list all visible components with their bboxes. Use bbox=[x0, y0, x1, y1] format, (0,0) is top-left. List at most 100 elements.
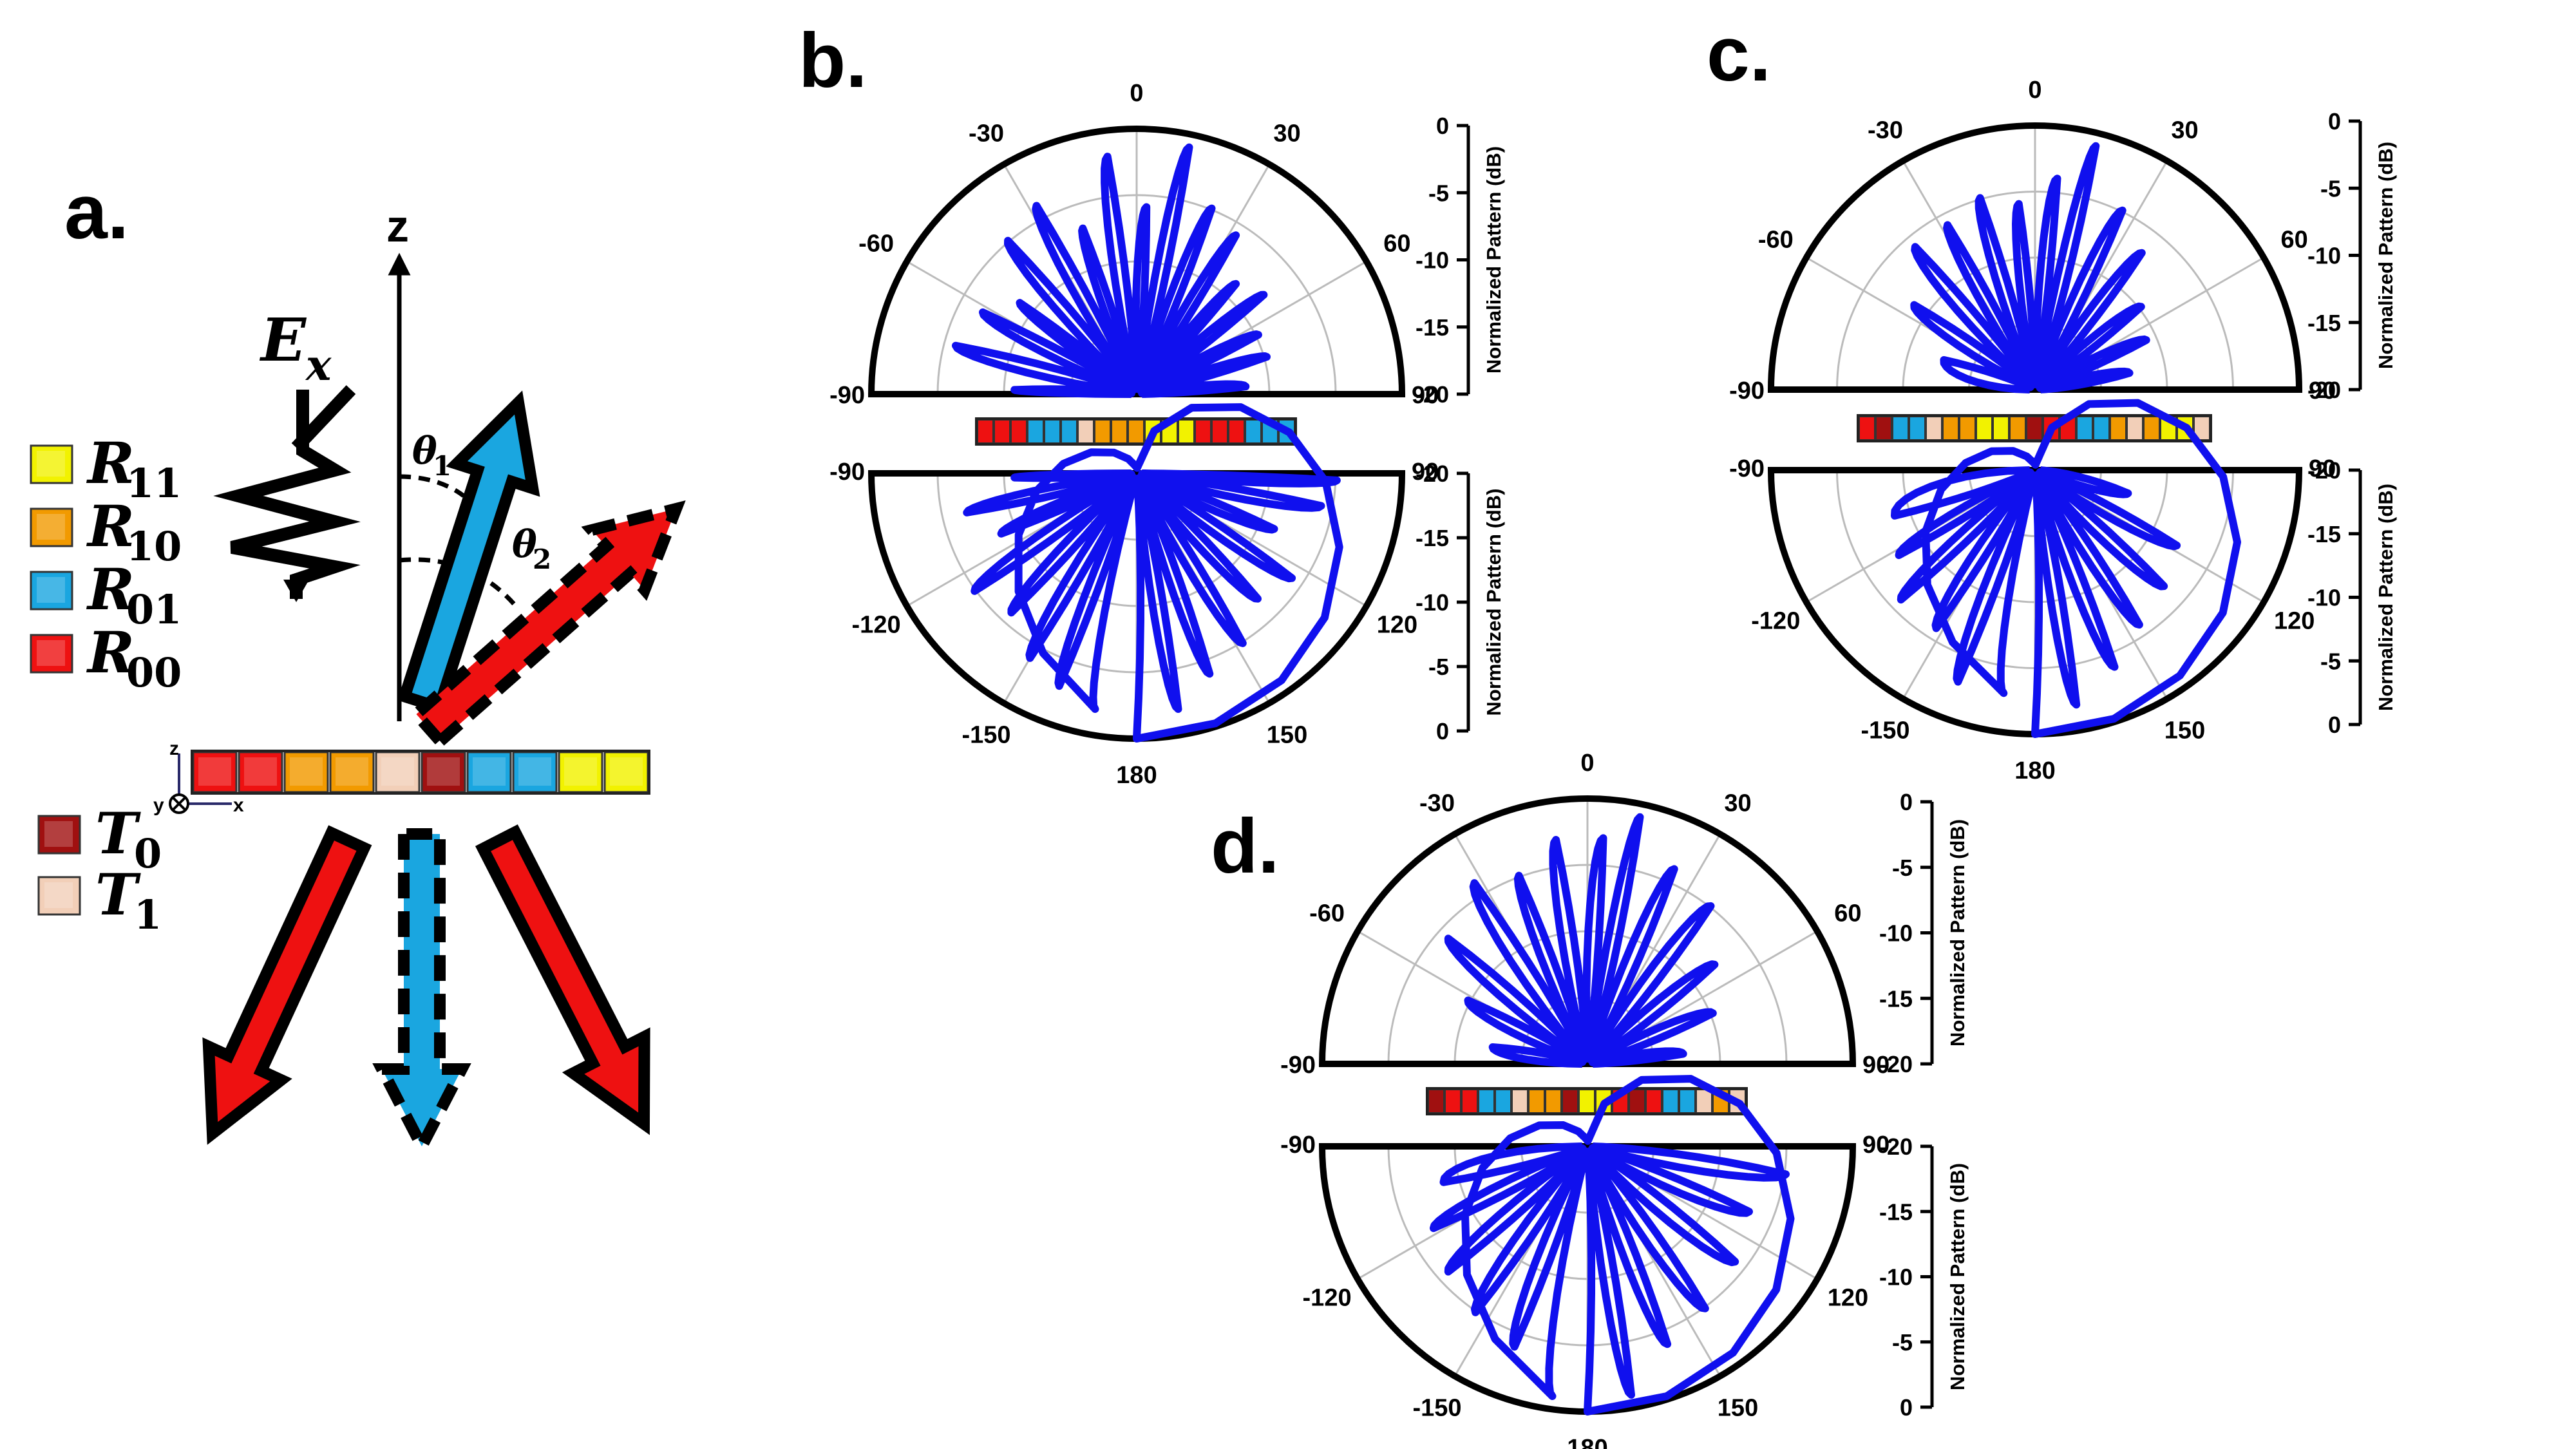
pattern-trace-top bbox=[1444, 813, 1719, 1068]
strip-cell-t0 bbox=[1629, 1089, 1645, 1113]
radial-tick-label: -10 bbox=[2307, 243, 2341, 269]
strip-cell-r00 bbox=[1010, 419, 1027, 444]
strip-cell-r01 bbox=[1027, 419, 1044, 444]
strip-cell-t0 bbox=[1875, 416, 1892, 440]
legend-subscript: 00 bbox=[126, 649, 182, 696]
strip-cell-r10 bbox=[2143, 416, 2160, 440]
angle-tick-label: 180 bbox=[2014, 757, 2055, 784]
strip-cell-r10 bbox=[2110, 416, 2126, 440]
strip-cell-r01 bbox=[1495, 1089, 1511, 1113]
pattern-trace-top bbox=[952, 143, 1271, 398]
strip-border bbox=[1857, 414, 2212, 442]
angle-tick-label: 120 bbox=[1377, 612, 1417, 639]
strip-cell-r01 bbox=[2093, 416, 2110, 440]
angle-tick-label: -30 bbox=[1419, 790, 1455, 817]
radial-tick-label: -10 bbox=[1879, 920, 1913, 947]
triad-x-label: x bbox=[233, 795, 244, 816]
panel-label: b. bbox=[799, 17, 867, 104]
strip-border bbox=[1426, 1087, 1748, 1115]
efield-arrowhead-icon bbox=[283, 580, 309, 602]
angle-tick-label: 180 bbox=[1116, 762, 1157, 789]
radial-tick-label: -20 bbox=[1879, 1051, 1913, 1077]
strip-cell-t1 bbox=[2126, 416, 2143, 440]
legend-swatch-highlight bbox=[44, 821, 73, 847]
angle-tick-label: -90 bbox=[829, 459, 865, 486]
legend-symbol: R bbox=[86, 619, 135, 686]
angle-tick-label: 0 bbox=[2028, 77, 2041, 104]
reflected-arrow-blue bbox=[397, 390, 540, 715]
radial-axis-title: Normalized Pattern (dB) bbox=[1946, 819, 1969, 1046]
strip-cell-highlight bbox=[198, 757, 231, 786]
angle-tick-label: 90 bbox=[1412, 459, 1439, 486]
radial-tick-label: -15 bbox=[2307, 310, 2341, 336]
theta1-arc bbox=[399, 474, 466, 498]
efield-sub: x bbox=[305, 340, 332, 390]
strip-cell-highlight bbox=[610, 757, 643, 786]
strip-cell-highlight bbox=[427, 757, 460, 786]
radial-tick-label: -15 bbox=[2307, 521, 2341, 547]
panel-label: c. bbox=[1707, 11, 1771, 97]
polar-panels: b. -90-60-300306090-90-120-15018015012090… bbox=[799, 11, 2397, 1449]
strip-cell-r11 bbox=[1578, 1089, 1595, 1113]
angle-tick-label: 30 bbox=[2171, 117, 2198, 144]
legend-swatch bbox=[37, 815, 81, 855]
legend-subscript: 11 bbox=[126, 460, 182, 507]
panel-a-label: a. bbox=[64, 169, 129, 255]
angle-tick-label: 60 bbox=[1383, 231, 1410, 258]
strip-border bbox=[191, 750, 650, 795]
radial-tick-label: -20 bbox=[1879, 1133, 1913, 1160]
strip-cell-highlight bbox=[381, 757, 414, 786]
radial-tick-label: -10 bbox=[1416, 589, 1449, 616]
radial-tick-label: -5 bbox=[1892, 1329, 1913, 1356]
angle-tick-label: 120 bbox=[1828, 1285, 1868, 1312]
radial-tick-label: -5 bbox=[1428, 180, 1449, 206]
radial-axis-title: Normalized Pattern (dB) bbox=[1946, 1163, 1969, 1390]
strip-cell-r00 bbox=[1645, 1089, 1662, 1113]
strip-cell-r10 bbox=[1111, 419, 1128, 444]
radial-tick-label: 0 bbox=[1900, 1394, 1913, 1421]
strip-cell-r00 bbox=[1195, 419, 1211, 444]
pattern-trace-bottom bbox=[1891, 399, 2241, 738]
radial-tick-label: -20 bbox=[2307, 377, 2341, 403]
angle-tick-label: 60 bbox=[2281, 227, 2308, 254]
radial-tick-label: 0 bbox=[1436, 718, 1449, 744]
strip-cell-r01 bbox=[1662, 1089, 1679, 1113]
strip-cell-r01 bbox=[1044, 419, 1061, 444]
radial-axis-title: Normalized Pattern (dB) bbox=[2374, 142, 2397, 369]
angle-tick-label: 90 bbox=[1412, 382, 1439, 409]
radial-tick-label: -5 bbox=[1428, 654, 1449, 680]
strip-cell-r01 bbox=[1892, 416, 1909, 440]
radial-tick-label: 0 bbox=[2328, 108, 2341, 135]
legend-swatch bbox=[30, 571, 73, 611]
reflected-arrow-red bbox=[408, 500, 686, 750]
radial-tick-label: -15 bbox=[1416, 525, 1449, 551]
strip-cell-r10 bbox=[1094, 419, 1111, 444]
radial-tick-label: -10 bbox=[1879, 1264, 1913, 1291]
legend-swatch bbox=[30, 634, 73, 674]
triad-y-label: y bbox=[153, 795, 164, 816]
radial-axis-title: Normalized Pattern (dB) bbox=[2374, 484, 2397, 711]
angle-tick-label: -120 bbox=[852, 612, 901, 639]
legend-symbol: T bbox=[95, 861, 141, 928]
radial-tick-label: -5 bbox=[2320, 175, 2341, 202]
legend-swatch bbox=[30, 507, 73, 547]
radial-axis-title: Normalized Pattern (dB) bbox=[1482, 146, 1505, 374]
legend-subscript: 01 bbox=[126, 586, 182, 633]
angle-tick-label: 90 bbox=[1862, 1132, 1889, 1159]
angle-tick-label: 120 bbox=[2274, 608, 2315, 635]
angle-tick-label: -30 bbox=[1868, 117, 1903, 144]
panel-metasurface-strip bbox=[1857, 414, 2212, 442]
strip-cell-r01 bbox=[1245, 419, 1262, 444]
reflected-arrows bbox=[202, 390, 686, 1159]
panel-label: d. bbox=[1211, 803, 1280, 889]
strip-cell-t0 bbox=[1562, 1089, 1578, 1113]
angle-tick-label: 90 bbox=[1862, 1052, 1889, 1079]
